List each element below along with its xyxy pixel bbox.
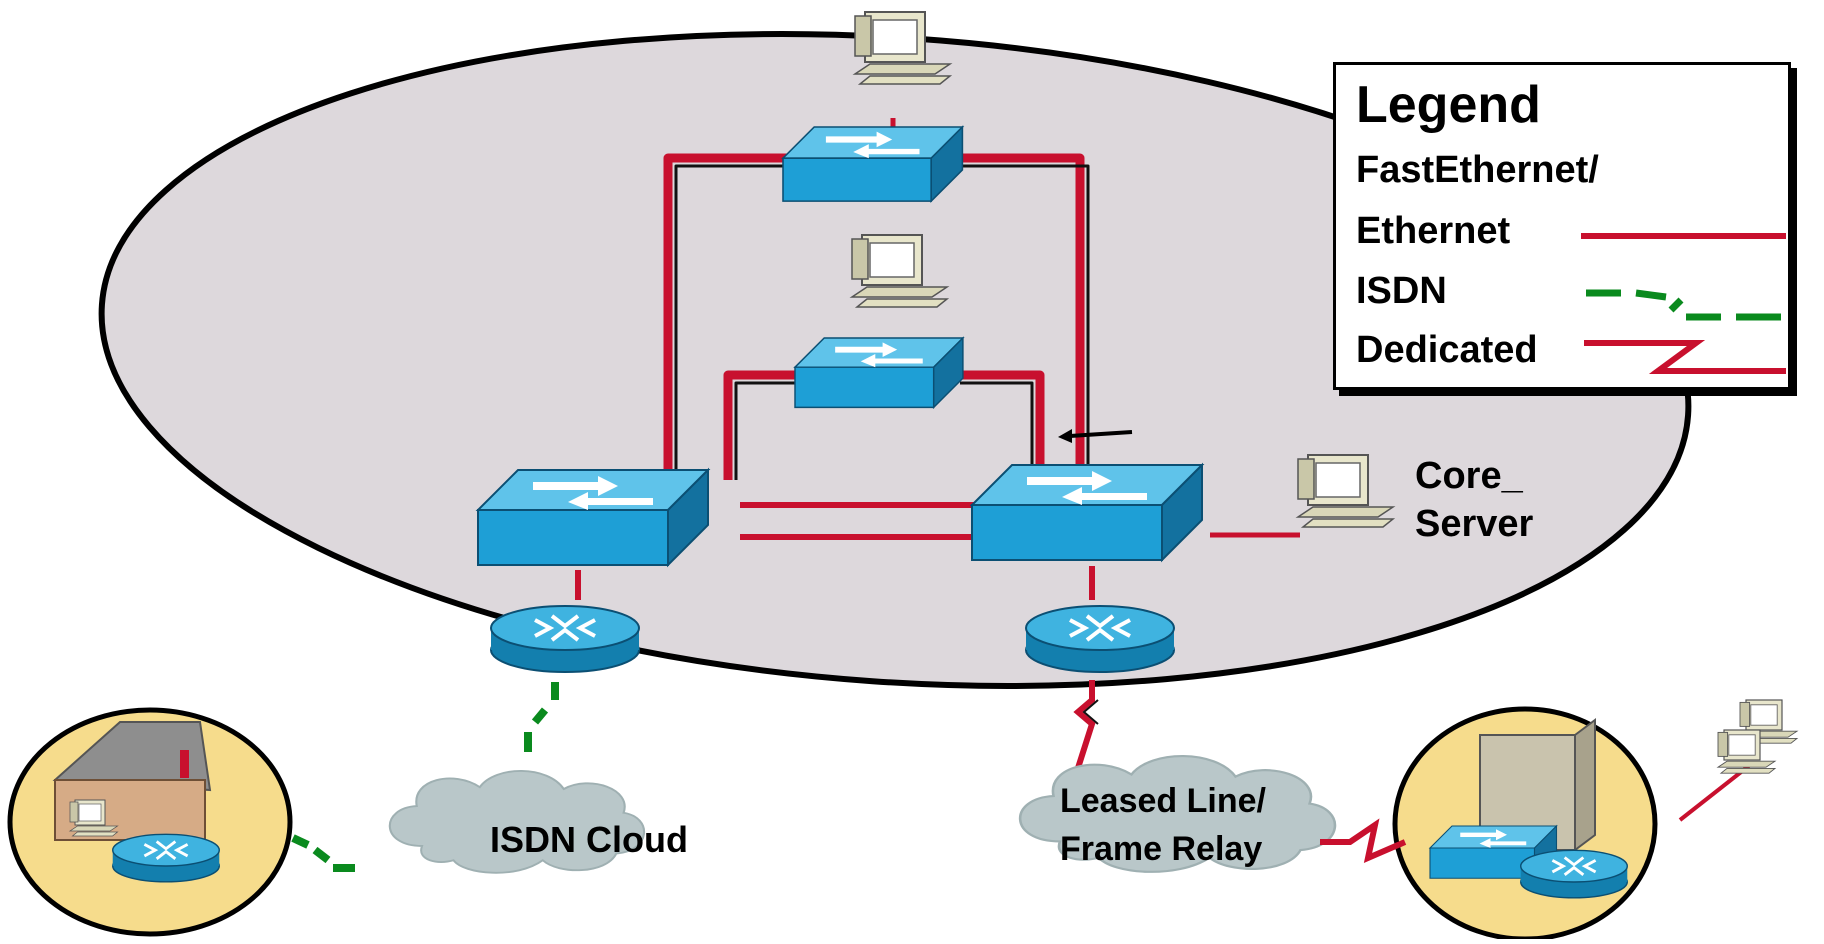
ethernet-links	[575, 118, 1752, 822]
legend-dedicated-label: Dedicated	[1356, 329, 1538, 371]
access-switch-middle	[794, 337, 964, 409]
leased-line-label: Leased Line/	[1060, 782, 1267, 820]
branch-router-icon	[1519, 848, 1629, 900]
legend-fastethernet-label: FastEthernet/	[1356, 149, 1599, 191]
legend-isdn-symbol	[1586, 289, 1781, 321]
isdn-link-home	[291, 834, 355, 872]
pointer-arrow-icon	[1058, 429, 1133, 443]
dedicated-link-branch	[1320, 818, 1407, 864]
core-server-label-2: Server	[1415, 503, 1534, 545]
isdn-cloud-label: ISDN Cloud	[490, 819, 688, 860]
home-router-icon	[111, 832, 221, 884]
core-server-label-1: Core_	[1415, 455, 1524, 497]
distribution-switch-left	[477, 469, 709, 566]
router-left-icon	[489, 604, 641, 674]
legend-symbols	[1581, 233, 1786, 374]
frame-relay-label: Frame Relay	[1060, 830, 1262, 868]
legend-title: Legend	[1356, 76, 1541, 134]
legend-dedicated-symbol	[1584, 340, 1786, 374]
legend: Legend FastEthernet/ Ethernet ISDN Dedic…	[1333, 62, 1791, 390]
router-right-icon	[1024, 604, 1176, 674]
access-switch-top	[782, 126, 964, 202]
legend-ethernet-label: Ethernet	[1356, 210, 1511, 252]
dedicated-link-campus	[1073, 680, 1096, 769]
legend-isdn-label: ISDN	[1356, 270, 1447, 312]
distribution-switch-right	[971, 464, 1203, 561]
isdn-link-campus	[524, 682, 559, 752]
